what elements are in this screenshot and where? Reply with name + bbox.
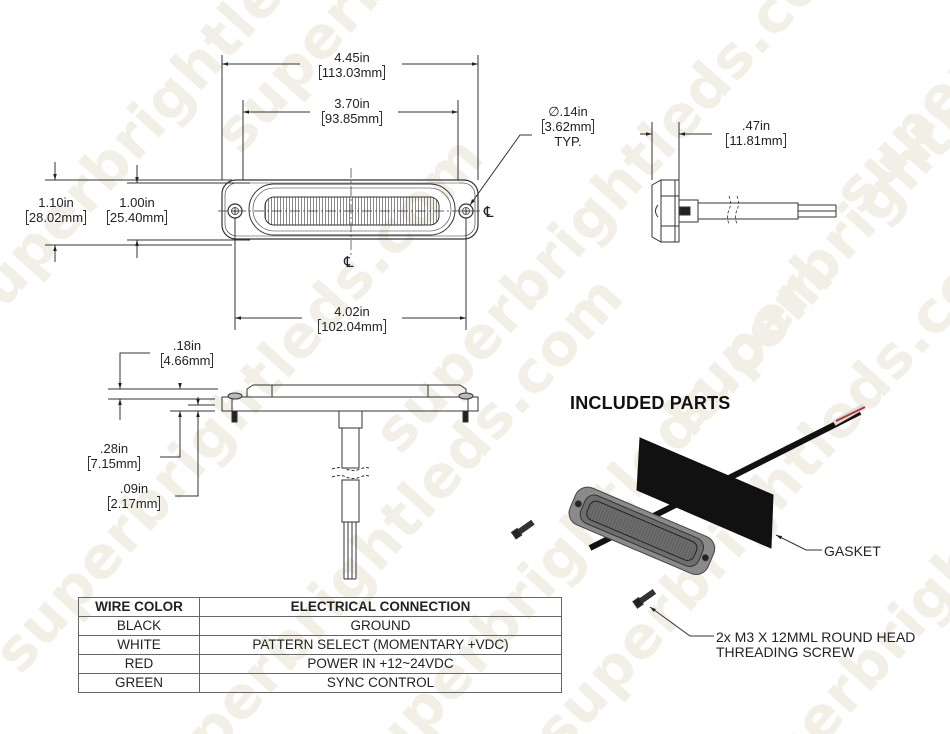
wire-color-cell: RED bbox=[78, 654, 200, 674]
dim-lens-length: 3.70in 93.85mm bbox=[312, 96, 392, 126]
centerline-symbol-bottom: ℄ bbox=[343, 253, 354, 271]
side-view bbox=[640, 122, 837, 243]
included-parts-title: INCLUDED PARTS bbox=[570, 393, 731, 413]
dim-overall-height: 1.10in 28.02mm bbox=[18, 195, 94, 225]
wire-color-cell: GREEN bbox=[78, 673, 200, 693]
dim-overall-length: 4.45in 113.03mm bbox=[308, 50, 396, 80]
connection-cell: SYNC CONTROL bbox=[199, 673, 562, 693]
dim-lens-profile-height: .18in 4.66mm bbox=[152, 338, 222, 368]
front-view bbox=[108, 352, 479, 580]
dim-total-height: .28in 7.15mm bbox=[80, 441, 148, 471]
connection-cell: PATTERN SELECT (MOMENTARY +VDC) bbox=[199, 635, 562, 655]
connection-cell: POWER IN +12~24VDC bbox=[199, 654, 562, 674]
dim-hole-diameter: ∅.14in 3.62mm TYP. bbox=[534, 104, 602, 149]
dim-lens-height: 1.00in 25.40mm bbox=[100, 195, 174, 225]
top-view bbox=[45, 55, 532, 330]
wire-color-cell: WHITE bbox=[78, 635, 200, 655]
table-row: RED POWER IN +12~24VDC bbox=[78, 654, 562, 674]
table-header-row: WIRE COLOR ELECTRICAL CONNECTION bbox=[78, 597, 562, 617]
centerline-symbol-right: ℄ bbox=[483, 203, 494, 221]
table-row: GREEN SYNC CONTROL bbox=[78, 673, 562, 693]
wire-color-cell: BLACK bbox=[78, 616, 200, 636]
table-row: BLACK GROUND bbox=[78, 616, 562, 636]
dim-depth: .47in 11.81mm bbox=[716, 118, 796, 148]
table-row: WHITE PATTERN SELECT (MOMENTARY +VDC) bbox=[78, 635, 562, 655]
gasket-label: GASKET bbox=[824, 543, 881, 559]
header-wire-color: WIRE COLOR bbox=[78, 597, 200, 617]
screw-label: 2x M3 X 12MML ROUND HEAD THREADING SCREW bbox=[716, 629, 916, 660]
included-parts-illustration bbox=[510, 403, 866, 637]
wire-color-table: WIRE COLOR ELECTRICAL CONNECTION BLACK G… bbox=[78, 597, 562, 693]
connection-cell: GROUND bbox=[199, 616, 562, 636]
dim-hole-spacing: 4.02in 102.04mm bbox=[306, 304, 398, 334]
header-electrical-connection: ELECTRICAL CONNECTION bbox=[199, 597, 562, 617]
dim-base-height: .09in 2.17mm bbox=[100, 481, 168, 511]
